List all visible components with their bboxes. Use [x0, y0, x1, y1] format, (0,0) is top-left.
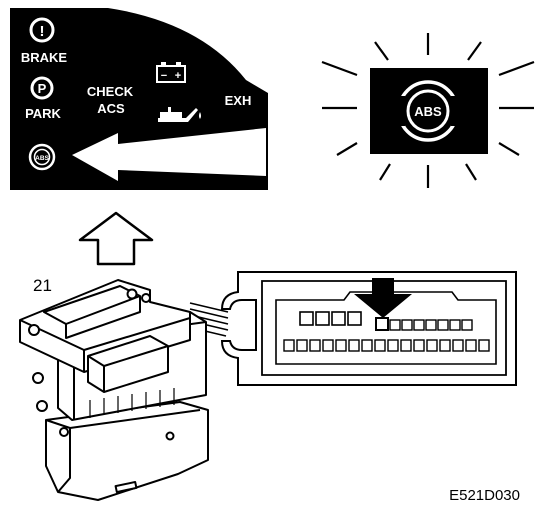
park-icon-glyph: P — [38, 81, 47, 96]
acs-label: ACS — [97, 101, 125, 116]
battery-plus: + — [175, 70, 181, 82]
pin-row-top-left — [299, 311, 362, 326]
brake-warning-icon — [29, 17, 55, 43]
abs-small-ring-icon — [28, 143, 56, 171]
highlighted-pin — [375, 317, 389, 331]
pin-view-inner-frame — [261, 280, 507, 376]
battery-minus: − — [161, 70, 167, 82]
abs-small-indicator: ABS — [28, 143, 56, 171]
abs-warning-lamp: ABS — [321, 33, 535, 188]
battery-icon: − + — [156, 62, 186, 83]
park-brake-icon — [30, 76, 54, 100]
oil-can-icon — [158, 107, 201, 122]
instrument-cluster: ! BRAKE P PARK ABS CHECK ACS − + — [10, 8, 268, 190]
exh-label: EXH — [225, 93, 252, 108]
brake-label: BRAKE — [21, 50, 68, 65]
connector-pin-view — [220, 271, 517, 386]
abs-ring-gap-left — [396, 96, 405, 126]
diagnostic-connector — [19, 279, 229, 501]
pointer-arrow-icon — [72, 128, 266, 181]
abs-ring-gap-right — [451, 96, 460, 126]
brake-icon-glyph: ! — [40, 23, 45, 40]
up-arrow-icon — [78, 211, 154, 266]
brake-indicator: ! BRAKE — [21, 17, 68, 65]
abs-small-inner-icon — [33, 148, 51, 166]
connector-ribs — [89, 388, 175, 418]
pin-row-top-right — [389, 319, 473, 331]
abs-inner-ring-icon — [406, 89, 450, 133]
connector-latch — [87, 335, 169, 393]
abs-small-glyph: ABS — [35, 155, 49, 162]
figure-code: E521D030 — [449, 487, 520, 504]
light-rays-icon — [321, 33, 535, 188]
pin-row-bottom — [283, 339, 490, 352]
park-indicator: P PARK — [25, 76, 62, 121]
park-label: PARK — [25, 106, 61, 121]
pin-view-contact-frame — [275, 291, 497, 365]
pin-pointer-arrow-icon — [354, 278, 412, 318]
connector-label: 21 — [33, 276, 52, 295]
abs-lamp-glyph: ABS — [414, 104, 442, 119]
check-label: CHECK — [87, 84, 134, 99]
connector-screws — [28, 288, 175, 441]
